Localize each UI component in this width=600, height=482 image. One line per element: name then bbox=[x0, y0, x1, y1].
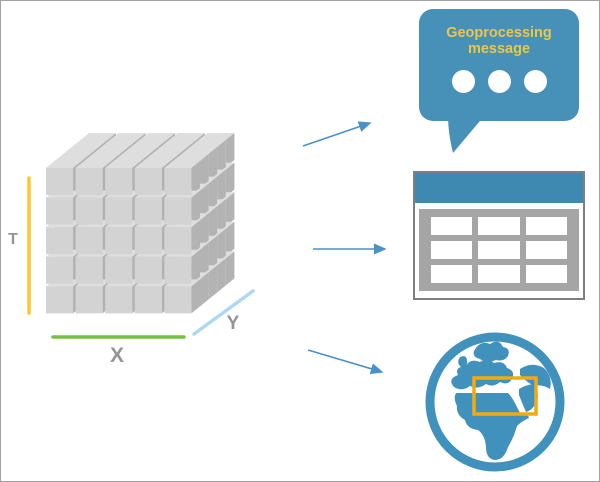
extent-box bbox=[472, 376, 538, 416]
table-cell bbox=[478, 217, 520, 235]
geoprocessing-message-label: Geoprocessing message bbox=[446, 25, 552, 57]
t-axis-label: T bbox=[8, 231, 18, 248]
table-cell bbox=[431, 217, 473, 235]
message-dot-icon bbox=[451, 70, 475, 93]
x-axis-label: X bbox=[110, 344, 124, 367]
y-axis-line bbox=[192, 289, 255, 336]
arrow-to-globe bbox=[307, 349, 384, 375]
table-cell bbox=[478, 241, 520, 259]
message-dot-icon bbox=[487, 70, 511, 93]
table-cell bbox=[525, 241, 567, 259]
message-dot-icon bbox=[523, 70, 547, 93]
table-cell bbox=[525, 265, 567, 283]
space-time-cube: T X Y bbox=[8, 133, 255, 367]
arrow-to-message bbox=[302, 121, 372, 147]
table-cell bbox=[478, 265, 520, 283]
table-cell bbox=[525, 217, 567, 235]
table-header-band bbox=[415, 173, 583, 203]
globe-ring bbox=[425, 332, 565, 472]
bubble-tail-icon bbox=[448, 115, 485, 153]
table-cell bbox=[431, 265, 473, 283]
table-cell bbox=[431, 241, 473, 259]
cube-cells bbox=[46, 133, 235, 314]
table-icon bbox=[413, 171, 585, 300]
message-dots bbox=[419, 70, 579, 93]
geoprocessing-message-bubble: Geoprocessing message bbox=[419, 9, 579, 121]
table-body bbox=[419, 209, 579, 291]
globe-icon bbox=[425, 332, 565, 472]
y-axis-label: Y bbox=[227, 313, 240, 334]
